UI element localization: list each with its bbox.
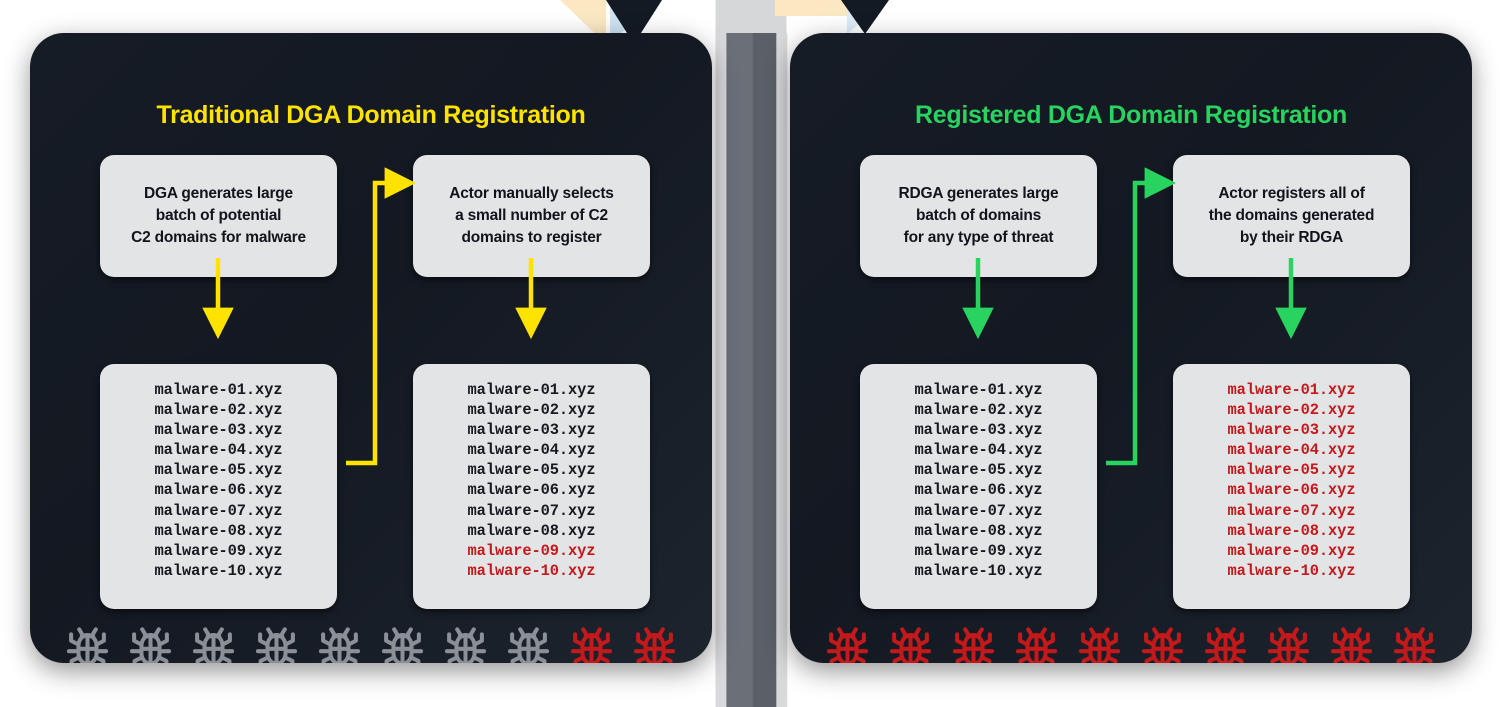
domain-entry: malware-03.xyz <box>914 421 1043 440</box>
domain-entry: malware-09.xyz <box>467 541 596 560</box>
panel-registered-dga: Registered DGA Domain Registration RDGA … <box>790 33 1472 663</box>
bug-icon <box>1323 617 1380 663</box>
domain-entry: malware-06.xyz <box>914 481 1043 500</box>
arrow-elbow-traditional <box>346 167 417 466</box>
domain-entry: malware-01.xyz <box>1227 381 1356 399</box>
domain-entry: malware-10.xyz <box>154 561 283 580</box>
bug-icon <box>437 617 494 663</box>
domain-entry: malware-08.xyz <box>467 521 596 540</box>
bug-icon <box>1134 617 1191 663</box>
bug-icon <box>185 617 242 663</box>
domain-entry: malware-06.xyz <box>467 481 596 500</box>
panel-traditional-dga: Traditional DGA Domain Registration DGA … <box>30 33 712 663</box>
domain-entry: malware-01.xyz <box>154 381 283 399</box>
domain-entry: malware-04.xyz <box>914 441 1043 460</box>
card-step1-registered: RDGA generates large batch of domains fo… <box>860 155 1097 277</box>
panel-title-traditional: Traditional DGA Domain Registration <box>156 101 586 129</box>
top-chevron-artifacts-right <box>775 0 890 34</box>
card-step1-traditional: DGA generates large batch of potential C… <box>100 155 337 277</box>
domain-entry: malware-07.xyz <box>467 501 596 520</box>
domain-entry: malware-03.xyz <box>154 421 283 440</box>
background-band <box>712 0 790 707</box>
card-step2-registered: Actor registers all of the domains gener… <box>1173 155 1410 277</box>
bug-icon <box>819 617 876 663</box>
bug-icon <box>374 617 431 663</box>
domain-entry: malware-05.xyz <box>154 461 283 480</box>
domain-entry: malware-02.xyz <box>1227 401 1356 420</box>
domain-entry: malware-07.xyz <box>1227 501 1356 520</box>
bug-icon <box>1008 617 1065 663</box>
domain-entry: malware-08.xyz <box>154 521 283 540</box>
chevron-cream-right-icon <box>775 0 855 16</box>
domain-entry: malware-04.xyz <box>467 441 596 460</box>
domain-entry: malware-06.xyz <box>1227 481 1356 500</box>
card-step2-text-registered: Actor registers all of the domains gener… <box>1208 185 1375 246</box>
bug-icon <box>1197 617 1254 663</box>
domain-entry: malware-02.xyz <box>914 401 1043 420</box>
domain-entry: malware-07.xyz <box>154 501 283 520</box>
domain-entry: malware-10.xyz <box>1227 561 1356 580</box>
arrow-elbow-registered <box>1106 167 1177 466</box>
arrow-layer-traditional <box>202 167 547 466</box>
bug-row-traditional <box>30 617 712 663</box>
domain-entry: malware-09.xyz <box>1227 541 1356 560</box>
bug-icon <box>626 617 683 663</box>
chevron-dark-right-icon <box>841 0 889 34</box>
card-step2-traditional: Actor manually selects a small number of… <box>413 155 650 277</box>
bug-icon <box>1071 617 1128 663</box>
domain-entry: malware-06.xyz <box>154 481 283 500</box>
domain-entry: malware-05.xyz <box>1227 461 1356 480</box>
bug-icon <box>122 617 179 663</box>
domain-entry: malware-03.xyz <box>467 421 596 440</box>
domain-entry: malware-08.xyz <box>1227 521 1356 540</box>
domain-entry: malware-01.xyz <box>467 381 596 399</box>
bug-icon <box>1386 617 1443 663</box>
domain-entry: malware-01.xyz <box>914 381 1043 399</box>
domain-entry: malware-04.xyz <box>1227 441 1356 460</box>
bug-icon <box>882 617 939 663</box>
domain-entry: malware-10.xyz <box>914 561 1043 580</box>
card-step1-text-registered: RDGA generates large batch of domains fo… <box>898 185 1059 246</box>
bug-icon <box>1260 617 1317 663</box>
domain-entry: malware-05.xyz <box>914 461 1043 480</box>
bug-icon <box>563 617 620 663</box>
bug-row-registered <box>790 617 1472 663</box>
bug-icon <box>500 617 557 663</box>
panel-title-registered: Registered DGA Domain Registration <box>914 101 1347 129</box>
bug-icon <box>59 617 116 663</box>
bug-icon <box>311 617 368 663</box>
domain-entry: malware-07.xyz <box>914 501 1043 520</box>
domain-entry: malware-05.xyz <box>467 461 596 480</box>
card-step2-text-traditional: Actor manually selects a small number of… <box>449 185 614 246</box>
domain-entry: malware-08.xyz <box>914 521 1043 540</box>
domain-entry: malware-02.xyz <box>154 401 283 420</box>
domain-entry: malware-02.xyz <box>467 401 596 420</box>
card-step1-text-traditional: DGA generates large batch of potential C… <box>131 185 306 246</box>
bug-icon <box>248 617 305 663</box>
domain-entry: malware-04.xyz <box>154 441 283 460</box>
domain-entry: malware-10.xyz <box>467 561 596 580</box>
domain-entry: malware-09.xyz <box>154 541 283 560</box>
domain-entry: malware-03.xyz <box>1227 421 1356 440</box>
domain-entry: malware-09.xyz <box>914 541 1043 560</box>
arrow-layer-registered <box>962 167 1307 466</box>
bug-icon <box>945 617 1002 663</box>
